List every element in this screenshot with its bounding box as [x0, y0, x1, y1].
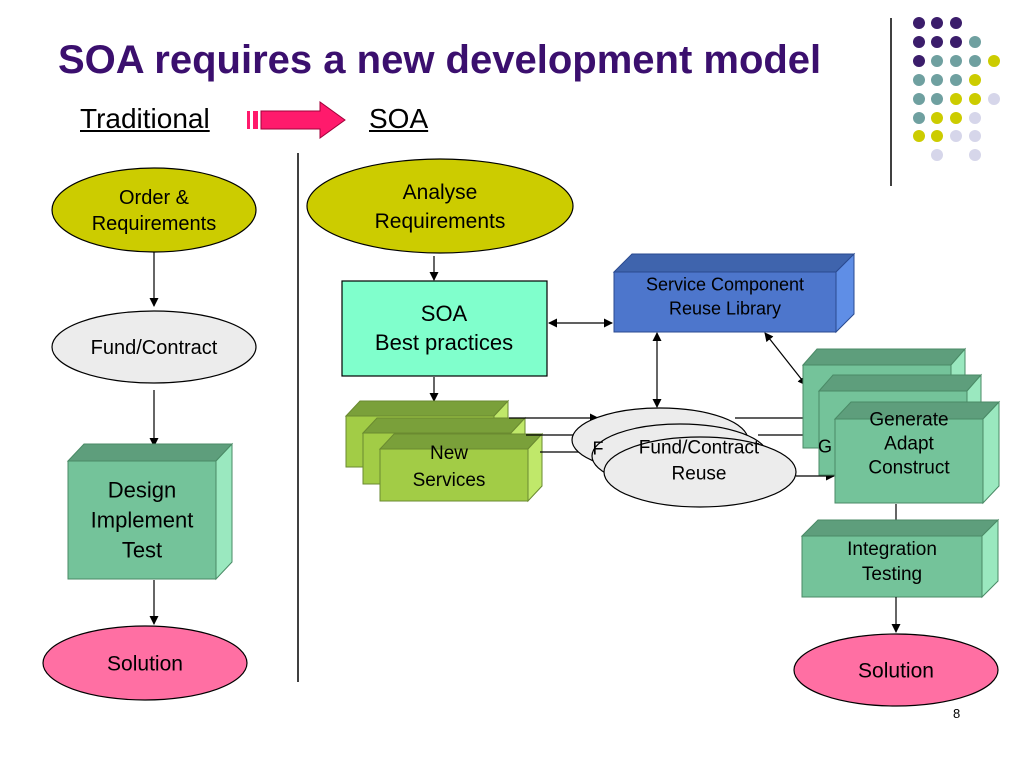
decorative-dot-grid [913, 17, 1000, 161]
fund-contract-label: Fund/Contract [91, 337, 218, 359]
order-requirements-label: Order &Requirements [92, 187, 217, 235]
new-services-stack [344, 399, 544, 503]
slide-title: SOA requires a new development model [58, 38, 822, 82]
page-number: 8 [953, 706, 961, 721]
generate-stack [801, 347, 1001, 505]
solution-label-soa: Solution [858, 659, 934, 682]
traditional-to-soa-arrow [247, 101, 346, 139]
subtitle-soa: SOA [369, 103, 429, 134]
best-practices-box [341, 280, 548, 377]
solution-ellipse-traditional [42, 625, 248, 701]
fund-contract-ellipse [51, 310, 257, 384]
generate-back-letter: G [818, 436, 832, 456]
arrow-library-generate [764, 332, 807, 386]
reuse-library-box [612, 252, 856, 334]
subtitle-traditional: Traditional [80, 103, 210, 134]
design-implement-test-box [66, 442, 234, 581]
solution-ellipse-soa [793, 633, 999, 707]
integration-testing-box [800, 518, 1000, 599]
solution-label-traditional: Solution [107, 652, 183, 675]
analyse-requirements-ellipse [306, 158, 574, 254]
fund-reuse-back-letter: F [593, 438, 604, 458]
traditional-flow: Order &Requirements Fund/Contract Design… [42, 167, 257, 701]
fund-reuse-stack [571, 407, 797, 508]
order-requirements-ellipse [51, 167, 257, 253]
